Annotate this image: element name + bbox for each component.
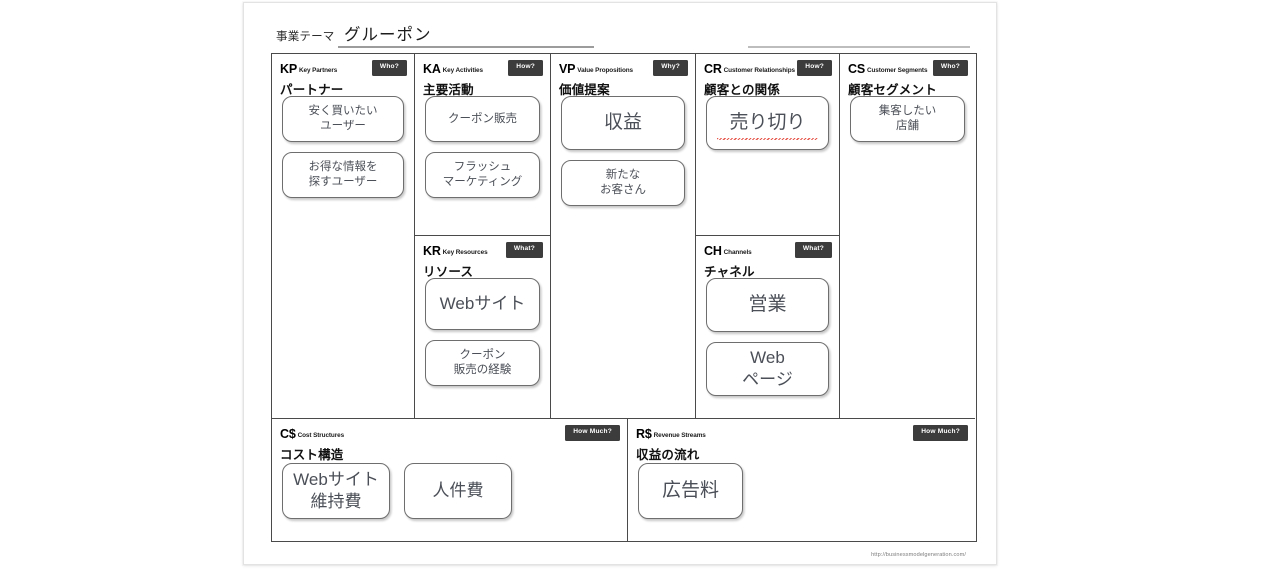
block-en-rev: Revenue Streams (653, 432, 706, 439)
badge-kr: What? (505, 242, 543, 258)
cards-vp: 収益 新たな お客さん (551, 96, 695, 414)
sticky-note[interactable]: 営業 (706, 278, 829, 332)
sticky-note[interactable]: 売り切り (706, 96, 829, 150)
block-code-vp: VP (559, 62, 576, 76)
block-code-cost: C$ (280, 427, 296, 441)
business-theme-label: 事業テーマ (276, 31, 335, 43)
block-code-kp: KP (280, 62, 297, 76)
sticky-note[interactable]: 集客したい 店舗 (850, 96, 965, 142)
block-jp-kp: パートナー (280, 83, 344, 97)
header-secondary-underline (748, 46, 970, 48)
block-jp-vp: 価値提案 (559, 83, 610, 97)
block-header-rev: R$Revenue Streams 収益の流れ (636, 425, 969, 462)
badge-ch: What? (794, 242, 832, 258)
block-en-cr: Customer Relationships (723, 67, 795, 74)
block-cost-structures[interactable]: C$Cost Structures コスト構造 How Much? Webサイト… (272, 419, 628, 541)
sticky-note[interactable]: 収益 (561, 96, 685, 150)
block-jp-ka: 主要活動 (423, 83, 474, 97)
sticky-note[interactable]: クーポン 販売の経験 (425, 340, 540, 386)
cards-cr: 売り切り (696, 96, 839, 231)
cards-cost: Webサイト 維持費 人件費 (272, 463, 627, 537)
block-jp-cs: 顧客セグメント (848, 83, 937, 97)
block-jp-rev: 収益の流れ (636, 448, 700, 462)
canvas-header: 事業テーマ グルーポン (244, 3, 998, 51)
block-en-ch: Channels (723, 249, 752, 256)
cards-kr: Webサイト クーポン 販売の経験 (415, 278, 550, 414)
block-code-cr: CR (704, 62, 722, 76)
sticky-note[interactable]: フラッシュ マーケティング (425, 152, 540, 198)
block-jp-ch: チャネル (704, 265, 755, 279)
block-en-cost: Cost Structures (297, 432, 345, 439)
block-code-rev: R$ (636, 427, 652, 441)
sticky-note[interactable]: Web ページ (706, 342, 829, 396)
cards-cs: 集客したい 店舗 (840, 96, 975, 414)
cards-rev: 広告料 (628, 463, 975, 537)
block-code-ka: KA (423, 62, 441, 76)
business-theme-value[interactable]: グルーポン (344, 26, 432, 44)
block-jp-cost: コスト構造 (280, 448, 344, 462)
block-en-kp: Key Partners (298, 67, 338, 74)
block-revenue-streams[interactable]: R$Revenue Streams 収益の流れ How Much? 広告料 (628, 419, 975, 541)
block-en-vp: Value Propositions (577, 67, 634, 74)
badge-rev: How Much? (913, 425, 968, 441)
block-jp-kr: リソース (423, 265, 474, 279)
sticky-note[interactable]: Webサイト 維持費 (282, 463, 390, 519)
badge-vp: Why? (653, 60, 688, 76)
block-en-kr: Key Resources (442, 249, 488, 256)
badge-ka: How? (508, 60, 543, 76)
sticky-note[interactable]: 人件費 (404, 463, 512, 519)
sticky-note[interactable]: クーポン販売 (425, 96, 540, 142)
sticky-note[interactable]: 新たな お客さん (561, 160, 685, 206)
sticky-note[interactable]: 安く買いたい ユーザー (282, 96, 404, 142)
block-en-cs: Customer Segments (866, 67, 928, 74)
block-jp-cr: 顧客との関係 (704, 83, 781, 97)
block-header-cost: C$Cost Structures コスト構造 (280, 425, 621, 462)
sticky-note[interactable]: お得な情報を 探すユーザー (282, 152, 404, 198)
block-code-ch: CH (704, 244, 722, 258)
cards-kp: 安く買いたい ユーザー お得な情報を 探すユーザー (272, 96, 414, 414)
badge-cr: How? (797, 60, 832, 76)
badge-kp: Who? (371, 60, 407, 76)
block-code-cs: CS (848, 62, 865, 76)
sticky-note[interactable]: Webサイト (425, 278, 540, 330)
sticky-note[interactable]: 広告料 (638, 463, 743, 519)
badge-cs: Who? (932, 60, 968, 76)
source-url: http://businessmodelgeneration.com/ (871, 552, 966, 558)
badge-cost: How Much? (565, 425, 620, 441)
block-en-ka: Key Activities (442, 67, 483, 74)
block-code-kr: KR (423, 244, 441, 258)
business-theme-underline (338, 46, 594, 48)
cards-ch: 営業 Web ページ (696, 278, 839, 414)
cards-ka: クーポン販売 フラッシュ マーケティング (415, 96, 550, 231)
